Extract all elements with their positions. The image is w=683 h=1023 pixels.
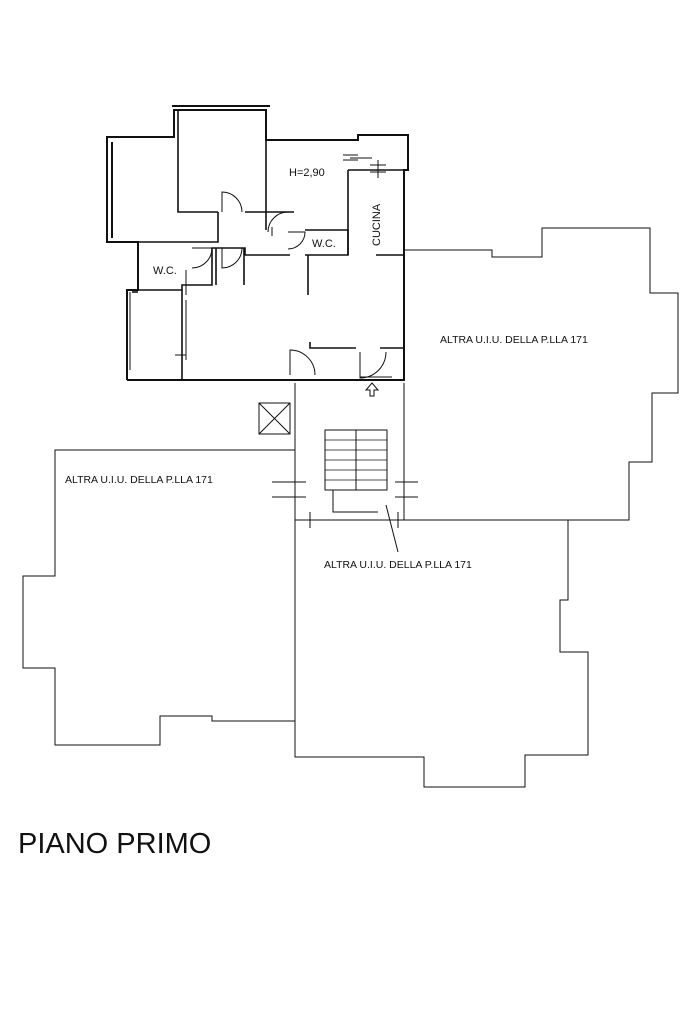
wall-ticks [272, 481, 418, 528]
entrance-arrow-icon [364, 382, 380, 397]
plan-title: PIANO PRIMO [18, 828, 211, 860]
apartment-outer-wall [106, 109, 409, 381]
stair-steps [325, 439, 387, 481]
height-label: H=2,90 [289, 167, 325, 179]
interior-walls [132, 110, 404, 380]
window-markers [129, 154, 392, 378]
shaft-box [258, 402, 291, 435]
right-unit-outline [404, 227, 679, 521]
room-label-wc-left: W.C. [153, 265, 177, 277]
other-unit-label-bottom: ALTRA U.I.U. DELLA P.LLA 171 [324, 559, 472, 571]
room-label-kitchen: CUCINA [371, 203, 383, 246]
other-unit-label-left: ALTRA U.I.U. DELLA P.LLA 171 [65, 474, 213, 486]
left-unit-outline [22, 449, 295, 746]
other-unit-label-right: ALTRA U.I.U. DELLA P.LLA 171 [440, 334, 588, 346]
bottom-unit-outline [294, 519, 589, 788]
leader-line [385, 504, 399, 553]
stair-landing [332, 490, 378, 513]
room-label-wc-right: W.C. [312, 238, 336, 250]
doors [175, 157, 387, 379]
